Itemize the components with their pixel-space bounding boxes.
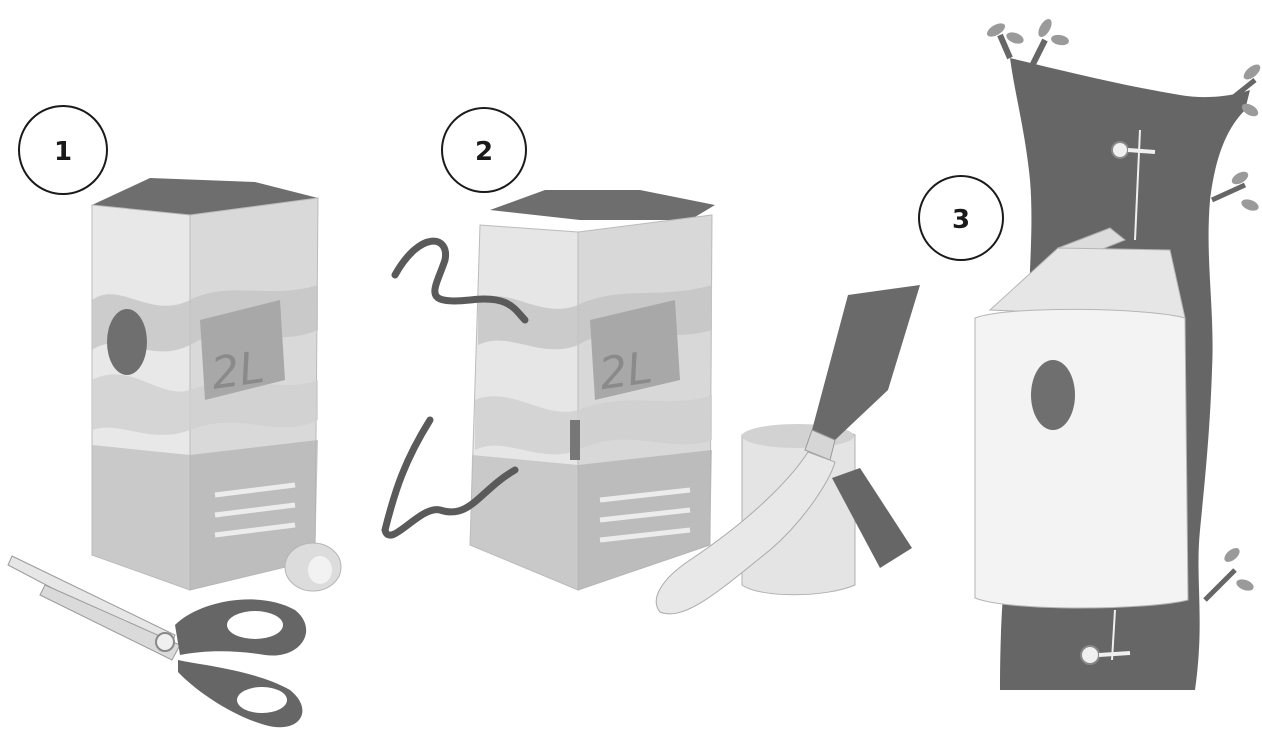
cut-out-disc [285, 543, 341, 591]
milk-carton-1: 2L [92, 178, 318, 590]
step-2-panel: 2 2L [385, 108, 920, 614]
birdhouse-carton [975, 228, 1188, 608]
step-1-badge: 1 [19, 106, 107, 194]
step-3-panel: 3 [919, 17, 1262, 690]
milk-carton-2: 2L [470, 190, 715, 590]
step-2-number: 2 [475, 137, 493, 167]
carton-1-label: 2L [208, 342, 267, 400]
step-3-badge: 3 [919, 176, 1003, 260]
step-2-badge: 2 [442, 108, 526, 192]
step-1-number: 1 [54, 137, 72, 167]
carton-1-hole [107, 309, 147, 375]
scissors-icon [8, 556, 306, 727]
entrance-hole [1031, 360, 1075, 430]
carton-2-label: 2L [596, 342, 655, 400]
step-1-panel: 1 2L [8, 106, 341, 727]
step-3-number: 3 [952, 205, 970, 235]
